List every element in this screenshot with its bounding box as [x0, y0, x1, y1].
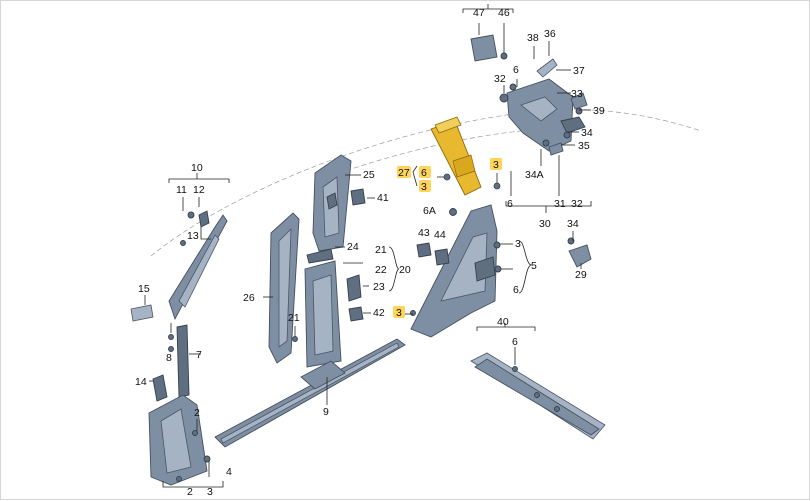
label-6b: 6 — [507, 198, 513, 210]
label-47: 47 — [473, 7, 485, 19]
center-pillar-trim-20 — [304, 246, 400, 368]
label-20: 20 — [399, 264, 411, 276]
body-outline-lower — [330, 130, 522, 177]
label-6e: 6 — [512, 336, 518, 348]
label-32b: 32 — [571, 198, 583, 210]
label-32: 32 — [494, 73, 506, 85]
parts-8-7 — [168, 323, 201, 398]
label-12: 12 — [193, 184, 205, 196]
highlight-markers — [393, 158, 502, 318]
label-23: 23 — [373, 281, 385, 293]
label-6c: 6 — [421, 167, 427, 179]
bracket-29 — [567, 231, 592, 269]
label-13: 13 — [187, 230, 199, 242]
b-pillar-trim-27 — [430, 116, 501, 196]
clip-41 — [350, 188, 375, 206]
label-4: 4 — [226, 466, 232, 478]
label-36: 36 — [544, 28, 556, 40]
label-37: 37 — [573, 65, 585, 77]
clip-24 — [306, 246, 345, 264]
label-8: 8 — [166, 352, 172, 364]
lower-a-pillar-trim — [148, 394, 224, 488]
label-30: 30 — [539, 218, 551, 230]
pad-15 — [130, 304, 154, 322]
label-6A: 6A — [423, 205, 436, 217]
label-42: 42 — [373, 307, 385, 319]
label-34b: 34 — [567, 218, 579, 230]
label-27: 27 — [398, 167, 410, 179]
label-44: 44 — [434, 229, 446, 241]
label-39: 39 — [593, 105, 605, 117]
label-3d: 3 — [396, 307, 402, 319]
label-7: 7 — [196, 349, 202, 361]
label-34A: 34A — [525, 169, 544, 181]
body-outline — [150, 109, 702, 257]
label-2b: 2 — [187, 486, 193, 498]
sill-trim-40 — [470, 323, 606, 440]
label-6: 6 — [513, 64, 519, 76]
label-41: 41 — [377, 192, 389, 204]
b-pillar-lower-trim-5 — [410, 204, 533, 338]
label-3e: 3 — [207, 486, 213, 498]
label-46: 46 — [498, 7, 510, 19]
c-pillar-trim-30 — [499, 41, 592, 213]
pillar-trim-26 — [263, 212, 300, 364]
label-24: 24 — [347, 241, 359, 253]
label-33: 33 — [571, 88, 583, 100]
label-26: 26 — [243, 292, 255, 304]
label-34: 34 — [581, 127, 593, 139]
label-9: 9 — [323, 406, 329, 418]
clip-14 — [149, 374, 168, 402]
label-21b: 21 — [288, 312, 300, 324]
label-31: 31 — [554, 198, 566, 210]
label-22: 22 — [375, 264, 387, 276]
label-43: 43 — [418, 227, 430, 239]
label-25: 25 — [363, 169, 375, 181]
label-11: 11 — [176, 184, 187, 196]
a-pillar-trim-10 — [168, 173, 230, 321]
label-3b: 3 — [493, 159, 499, 171]
bracket-47 — [462, 4, 514, 62]
sill-trim-9 — [214, 338, 406, 448]
label-2a: 2 — [194, 407, 200, 419]
label-21a: 21 — [375, 244, 387, 256]
label-6d: 6 — [513, 284, 519, 296]
label-38: 38 — [527, 32, 539, 44]
label-3a: 3 — [421, 181, 427, 193]
label-3c: 3 — [515, 238, 521, 250]
callout-labels: 47 46 38 36 6 37 32 33 39 34 35 34A 31 3… — [135, 7, 605, 498]
label-29: 29 — [575, 269, 587, 281]
label-40: 40 — [497, 316, 509, 328]
label-35: 35 — [578, 140, 590, 152]
label-10: 10 — [191, 162, 203, 174]
label-14: 14 — [135, 376, 147, 388]
label-5: 5 — [531, 260, 537, 272]
label-15: 15 — [138, 283, 150, 295]
